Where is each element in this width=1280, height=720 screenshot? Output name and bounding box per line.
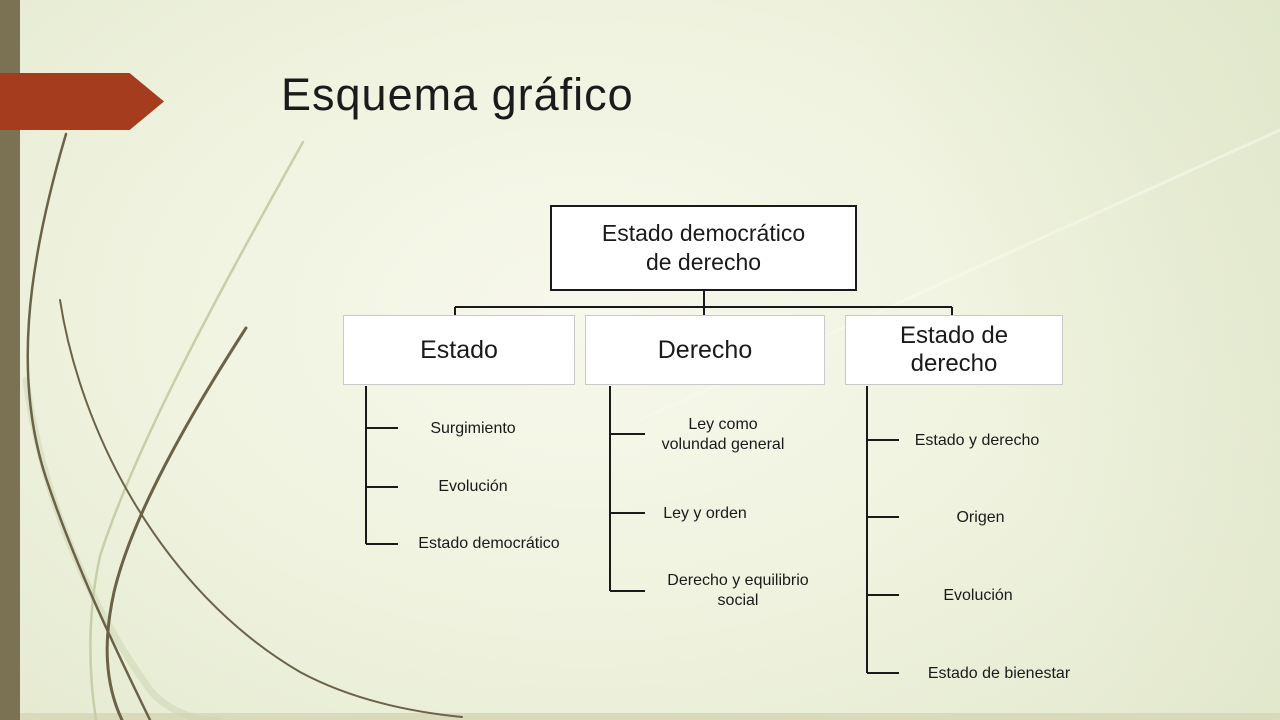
node-estado: Estado	[343, 315, 575, 385]
dark-blade-3	[59, 299, 463, 718]
bottom-edge-strip	[0, 713, 1280, 720]
leaf-evolucion-estado: Evolución	[438, 478, 508, 495]
leaf-estado-y-derecho: Estado y derecho	[914, 432, 1040, 449]
leaf-ley-y-orden: Ley y orden	[663, 505, 747, 522]
leaf-estado-de-bienestar: Estado de bienestar	[927, 665, 1071, 682]
slide-title: Esquema gráfico	[281, 69, 634, 120]
branch-lines-derecho	[609, 386, 645, 592]
node-estado-de-derecho-label: Estado de derecho	[899, 322, 1009, 377]
left-accent-bar	[0, 0, 20, 720]
node-root: Estado democrático de derecho	[550, 205, 857, 291]
light-thin-blade	[89, 140, 305, 720]
light-wide-blade	[22, 376, 223, 720]
leaf-derecho-y-equilibrio-social: Derecho y equilibrio social	[667, 572, 809, 609]
node-estado-label: Estado	[420, 335, 498, 364]
node-derecho: Derecho	[585, 315, 825, 385]
node-root-label: Estado democrático de derecho	[601, 220, 806, 275]
branch-lines-estado-de-derecho	[866, 386, 899, 674]
branch-lines-estado	[365, 386, 398, 545]
leaf-origen: Origen	[956, 509, 1005, 526]
leaf-surgimiento: Surgimiento	[430, 420, 516, 437]
leaf-evolucion-edd: Evolución	[943, 587, 1013, 604]
node-derecho-label: Derecho	[657, 335, 753, 364]
red-arrow-shape	[0, 73, 164, 130]
leaf-estado-democratico: Estado democrático	[418, 535, 560, 552]
leaf-ley-como-volundad-general: Ley como volundad general	[661, 416, 785, 453]
dark-blade-1	[26, 132, 152, 720]
node-estado-de-derecho: Estado de derecho	[845, 315, 1063, 385]
dark-blade-2	[105, 326, 248, 720]
